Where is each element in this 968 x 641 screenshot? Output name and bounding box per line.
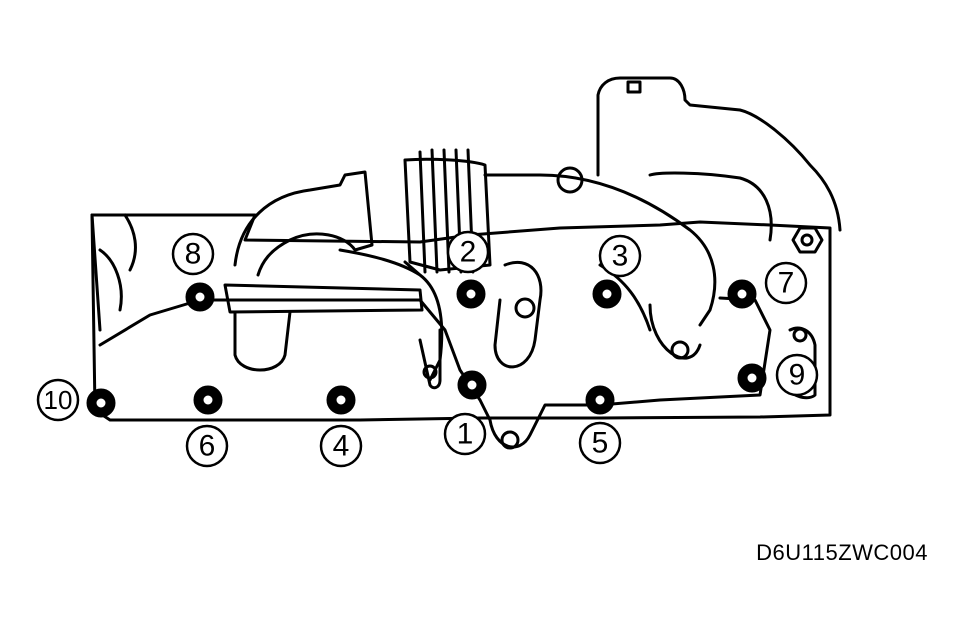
bolt-2 bbox=[456, 279, 486, 309]
callout-label-6: 6 bbox=[199, 430, 216, 463]
callout-label-2: 2 bbox=[460, 236, 477, 269]
heat-shield bbox=[596, 76, 842, 232]
bolt-heads bbox=[86, 279, 767, 418]
bolt-10 bbox=[86, 388, 116, 418]
port-1 bbox=[233, 310, 292, 372]
callout-9: 9 bbox=[775, 353, 819, 397]
right-bracket-hole bbox=[792, 327, 808, 343]
callout-5: 5 bbox=[578, 421, 622, 465]
callout-7: 7 bbox=[764, 261, 808, 305]
heat-shield-tab bbox=[626, 80, 642, 94]
cylinder-head-outline bbox=[90, 213, 832, 422]
manifold-drawing bbox=[90, 76, 842, 450]
bolt-6 bbox=[193, 385, 223, 415]
center-brace-hole bbox=[422, 364, 438, 380]
bolt-5 bbox=[585, 385, 615, 415]
bolt-8 bbox=[185, 282, 215, 312]
callout-label-8: 8 bbox=[185, 238, 202, 271]
callout-6: 6 bbox=[185, 424, 229, 468]
port-3-bolt bbox=[670, 340, 690, 360]
center-brace bbox=[418, 328, 442, 390]
bolt-9 bbox=[737, 363, 767, 393]
reference-code: D6U115ZWC004 bbox=[756, 540, 928, 565]
callout-label-1: 1 bbox=[457, 418, 474, 451]
callout-label-5: 5 bbox=[592, 427, 609, 460]
callout-label-9: 9 bbox=[789, 359, 806, 392]
runner-right-boss bbox=[556, 166, 584, 194]
callout-1: 1 bbox=[443, 412, 487, 456]
callout-10: 10 bbox=[36, 378, 80, 422]
callout-3: 3 bbox=[598, 234, 642, 278]
callout-label-4: 4 bbox=[333, 430, 350, 463]
callout-2: 2 bbox=[446, 230, 490, 274]
collector-center bbox=[338, 248, 444, 382]
runner-left bbox=[233, 170, 374, 277]
bolt-7 bbox=[727, 279, 757, 309]
head-left-edge bbox=[90, 213, 137, 332]
bolt-4 bbox=[326, 385, 356, 415]
outlet-rings bbox=[418, 148, 475, 274]
runner-left-flange bbox=[223, 283, 424, 314]
callouts: 1 2 3 4 5 6 7 8 bbox=[36, 230, 819, 468]
heat-shield-inner bbox=[648, 171, 773, 242]
hex-nut-center bbox=[800, 233, 814, 247]
callout-label-3: 3 bbox=[612, 240, 629, 273]
center-stud bbox=[514, 297, 536, 319]
port-2 bbox=[493, 261, 543, 369]
callout-label-10: 10 bbox=[44, 385, 73, 415]
port-3 bbox=[648, 303, 702, 360]
bolt-3 bbox=[592, 279, 622, 309]
hex-nut bbox=[791, 226, 824, 254]
callout-8: 8 bbox=[171, 232, 215, 276]
lower-flange bbox=[98, 296, 772, 449]
bolt-1 bbox=[457, 370, 487, 400]
flange-center-hole bbox=[500, 430, 520, 450]
callout-4: 4 bbox=[319, 424, 363, 468]
callout-label-7: 7 bbox=[778, 267, 795, 300]
